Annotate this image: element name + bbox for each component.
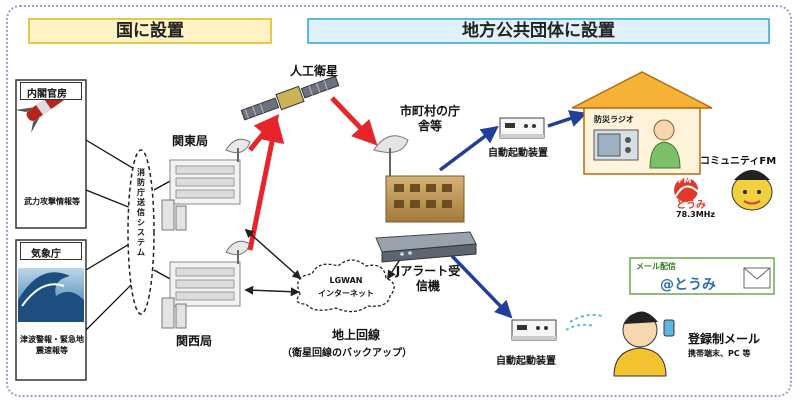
municipal-label: 市町村の庁舎等: [400, 104, 461, 133]
mail-logo: @とうみ: [660, 277, 716, 293]
cabinet-info: 武力攻撃情報等: [24, 197, 80, 206]
community-fm-logo: [674, 178, 701, 202]
satellite-label: 人工衛星: [290, 64, 339, 78]
j-alert-receiver-icon: [375, 231, 477, 263]
jma-label: 気象庁: [31, 249, 61, 260]
satellite-icon: [240, 75, 340, 121]
lgwan-cloud-icon: [296, 259, 395, 313]
cabinet-label: 内閣官房: [27, 89, 67, 100]
fdma-system-ellipse: [127, 149, 155, 315]
mail-tag: メール配信: [636, 262, 676, 271]
header-national: 国に設置: [28, 18, 272, 44]
jma-label-box: 気象庁: [20, 242, 82, 260]
mail-devices: 携帯端末、PC 等: [688, 349, 751, 358]
kansai-station-label: 関西局: [176, 334, 213, 348]
mail-logo-box: [629, 257, 775, 295]
community-fm-title: コミュニティFM: [700, 156, 777, 167]
auto-device-top-label: 自動起動装置: [488, 148, 548, 159]
lgwan-line2: インターネット: [318, 289, 374, 298]
auto-device-bottom-label: 自動起動装置: [496, 356, 556, 367]
mail-title: 登録制メール: [688, 332, 761, 346]
fdma-system-label: 消防庁送信システム: [137, 168, 145, 257]
cabinet-panel: [15, 79, 87, 229]
jma-panel: [15, 239, 87, 381]
community-fm-logo-fm: FM: [678, 176, 692, 185]
header-local: 地方公共団体に設置: [307, 18, 770, 44]
auto-device-bottom-icon: [511, 319, 557, 341]
ground-line-note: （衛星回線のバックアップ）: [282, 348, 412, 359]
tsunami-icon: [18, 268, 84, 322]
satellite-uplinks: [247, 96, 378, 251]
radio-label: 防災ラジオ: [594, 115, 634, 124]
kanto-station-icon: [161, 138, 251, 231]
jma-info: 津波警報・緊急地震速報等: [20, 335, 84, 355]
kansai-station-icon: [161, 240, 251, 329]
lgwan-line1: LGWAN: [329, 276, 363, 285]
municipal-building-icon: [373, 135, 465, 223]
phone-user-icon: [613, 311, 675, 377]
auto-device-top-icon: [499, 117, 545, 139]
diagram-frame: [6, 5, 792, 397]
fdma-links: [153, 179, 173, 281]
community-fm-freq: 78.3MHz: [676, 210, 716, 219]
receiver-label: Jアラート受信機: [395, 264, 461, 293]
kanto-station-label: 関東局: [172, 134, 209, 148]
community-fm-logo-name: とうみ: [676, 200, 706, 211]
cabinet-label-box: 内閣官房: [20, 82, 82, 100]
mascot-icon: [731, 170, 773, 211]
wireless-icon: [565, 313, 603, 331]
house-icon: [571, 71, 713, 175]
auto-device-links: [438, 110, 588, 319]
ground-line-title: 地上回線: [331, 328, 380, 342]
